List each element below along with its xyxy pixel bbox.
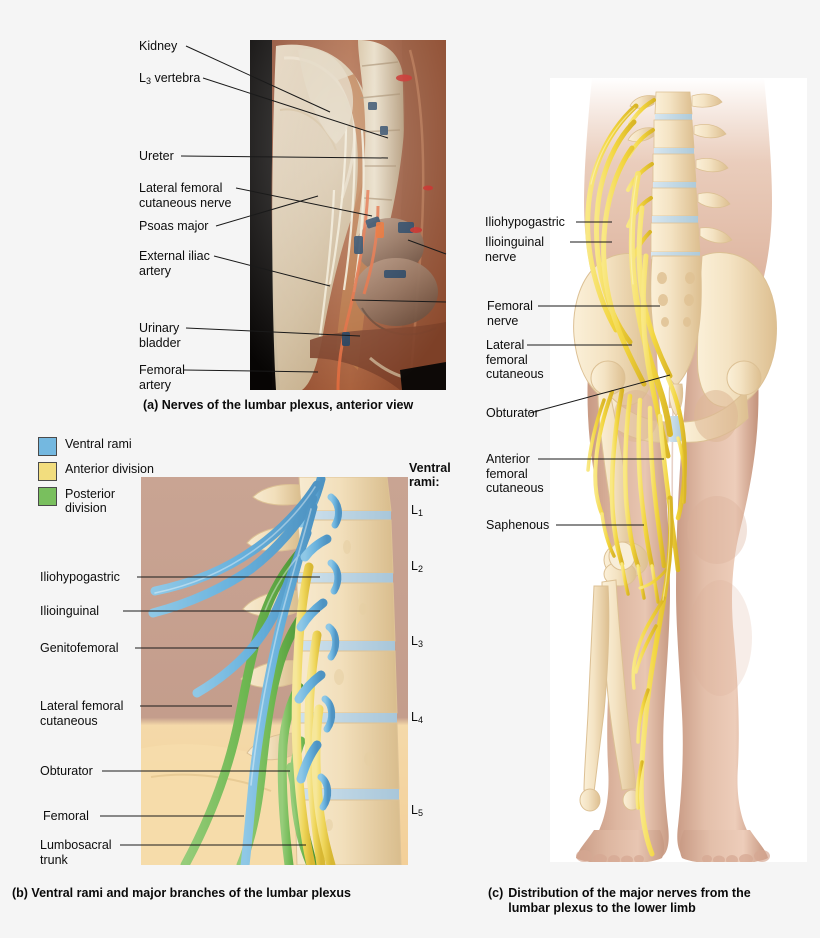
label-l3-vertebra: L3 vertebra — [139, 71, 201, 86]
legend-label-posterior-division: Posterior division — [65, 487, 115, 515]
anterior-division-nerves — [291, 562, 336, 865]
panel-c-lumbar-spine — [627, 91, 733, 259]
label-ilioinguinal-b: Ilioinguinal — [40, 604, 100, 618]
ventral-rami-header-line: rami: — [409, 475, 440, 489]
label-genitofemoral-b: Genitofemoral — [40, 641, 119, 655]
label-anterior-femoral-cutaneous-c: Anterior femoral cutaneous — [486, 452, 544, 496]
legend-item-posterior-division: Posterior division — [38, 487, 154, 515]
label-kidney: Kidney — [139, 39, 178, 53]
panel-b-illustration — [141, 477, 408, 865]
label-level-l2: L2 — [411, 559, 423, 574]
label-external-iliac-artery: External iliac artery — [139, 249, 210, 278]
panel-b-legend: Ventral rami Anterior division Posterior… — [38, 437, 154, 521]
label-level-l3: L3 — [411, 634, 423, 649]
label-line: Anterior — [486, 452, 530, 466]
panel-a-cadaver-photo — [250, 40, 446, 390]
ventral-rami-header: Ventral rami: — [409, 461, 451, 489]
swatch-anterior-division-icon — [38, 462, 57, 481]
label-femoral-nerve-c: Femoral nerve — [487, 299, 533, 328]
label-iliohypogastric-c: Iliohypogastric — [485, 215, 565, 229]
label-level-l1: L1 — [411, 503, 423, 518]
label-obturator-c: Obturator — [486, 406, 539, 420]
label-lumbosacral-trunk-b: Lumbosacral trunk — [40, 838, 112, 867]
panel-a-caption: (a) Nerves of the lumbar plexus, anterio… — [143, 398, 413, 413]
legend-label-ventral-rami: Ventral rami — [65, 437, 132, 451]
legend-label-anterior-division: Anterior division — [65, 462, 154, 476]
panel-c-caption: (c) Distribution of the major nerves fro… — [488, 886, 751, 916]
label-line: Ilioinguinal — [485, 235, 545, 249]
panel-b-caption-text: (b) Ventral rami and major branches of t… — [12, 886, 351, 900]
label-ilioinguinal-nerve-c: Ilioinguinal nerve — [485, 235, 544, 264]
panel-a-caption-text: (a) Nerves of the lumbar plexus, anterio… — [143, 398, 414, 412]
label-ureter: Ureter — [139, 149, 174, 163]
label-femoral-artery: Femoral artery — [139, 363, 185, 392]
ventral-rami-nerves — [148, 477, 342, 865]
panel-b-image — [141, 477, 408, 865]
label-line: Femoral — [139, 363, 185, 377]
label-line: Femoral — [487, 299, 533, 313]
label-line: nerve — [487, 313, 519, 328]
swatch-ventral-rami-icon — [38, 437, 57, 456]
panel-c-caption-prefix: (c) — [488, 886, 504, 900]
label-line: nerve — [485, 249, 517, 264]
label-level-l5: L5 — [411, 803, 423, 818]
label-line: Urinary — [139, 321, 180, 335]
label-line: cutaneous nerve — [139, 195, 232, 210]
panel-c-caption-line: lumbar plexus to the lower limb — [508, 901, 696, 915]
label-line: femoral — [486, 466, 528, 481]
label-line: cutaneous — [486, 367, 544, 381]
label-femoral-b: Femoral — [43, 809, 89, 823]
ventral-rami-header-line: Ventral — [409, 461, 451, 475]
label-saphenous-c: Saphenous — [486, 518, 550, 532]
label-line: Lumbosacral — [40, 838, 112, 852]
label-line: artery — [139, 377, 171, 392]
label-urinary-bladder: Urinary bladder — [139, 321, 181, 350]
panel-b-caption: (b) Ventral rami and major branches of t… — [12, 886, 351, 901]
panel-a-image — [250, 40, 446, 390]
panel-c-illustration — [550, 78, 807, 862]
legend-label-line: division — [65, 501, 107, 515]
label-line: artery — [139, 263, 171, 278]
legend-item-anterior-division: Anterior division — [38, 462, 154, 481]
label-lateral-femoral-cutaneous-c: Lateral femoral cutaneous — [486, 338, 544, 382]
panel-c-nerves — [585, 98, 687, 857]
label-line: Lateral femoral — [139, 181, 223, 195]
label-line: cutaneous — [40, 713, 98, 728]
panel-c-caption-line: Distribution of the major nerves from th… — [508, 886, 751, 900]
label-line: Lateral femoral — [40, 699, 124, 713]
legend-label-line: Posterior — [65, 487, 116, 501]
label-lateral-femoral-cutaneous-b: Lateral femoral cutaneous — [40, 699, 123, 728]
label-line: Lateral — [486, 338, 525, 352]
label-line: cutaneous — [486, 481, 544, 495]
panel-c-image — [550, 78, 807, 862]
label-line: femoral — [486, 352, 528, 367]
label-psoas-major: Psoas major — [139, 219, 209, 233]
lumbar-vertebrae — [240, 477, 402, 865]
label-level-l4: L4 — [411, 710, 423, 725]
label-iliohypogastric-b: Iliohypogastric — [40, 570, 120, 584]
legend-item-ventral-rami: Ventral rami — [38, 437, 154, 456]
label-lateral-femoral-cutaneous-nerve: Lateral femoral cutaneous nerve — [139, 181, 231, 210]
label-line: trunk — [40, 852, 68, 867]
label-line: External iliac — [139, 249, 210, 263]
label-obturator-b: Obturator — [40, 764, 93, 778]
swatch-posterior-division-icon — [38, 487, 57, 506]
label-line: bladder — [139, 335, 181, 350]
